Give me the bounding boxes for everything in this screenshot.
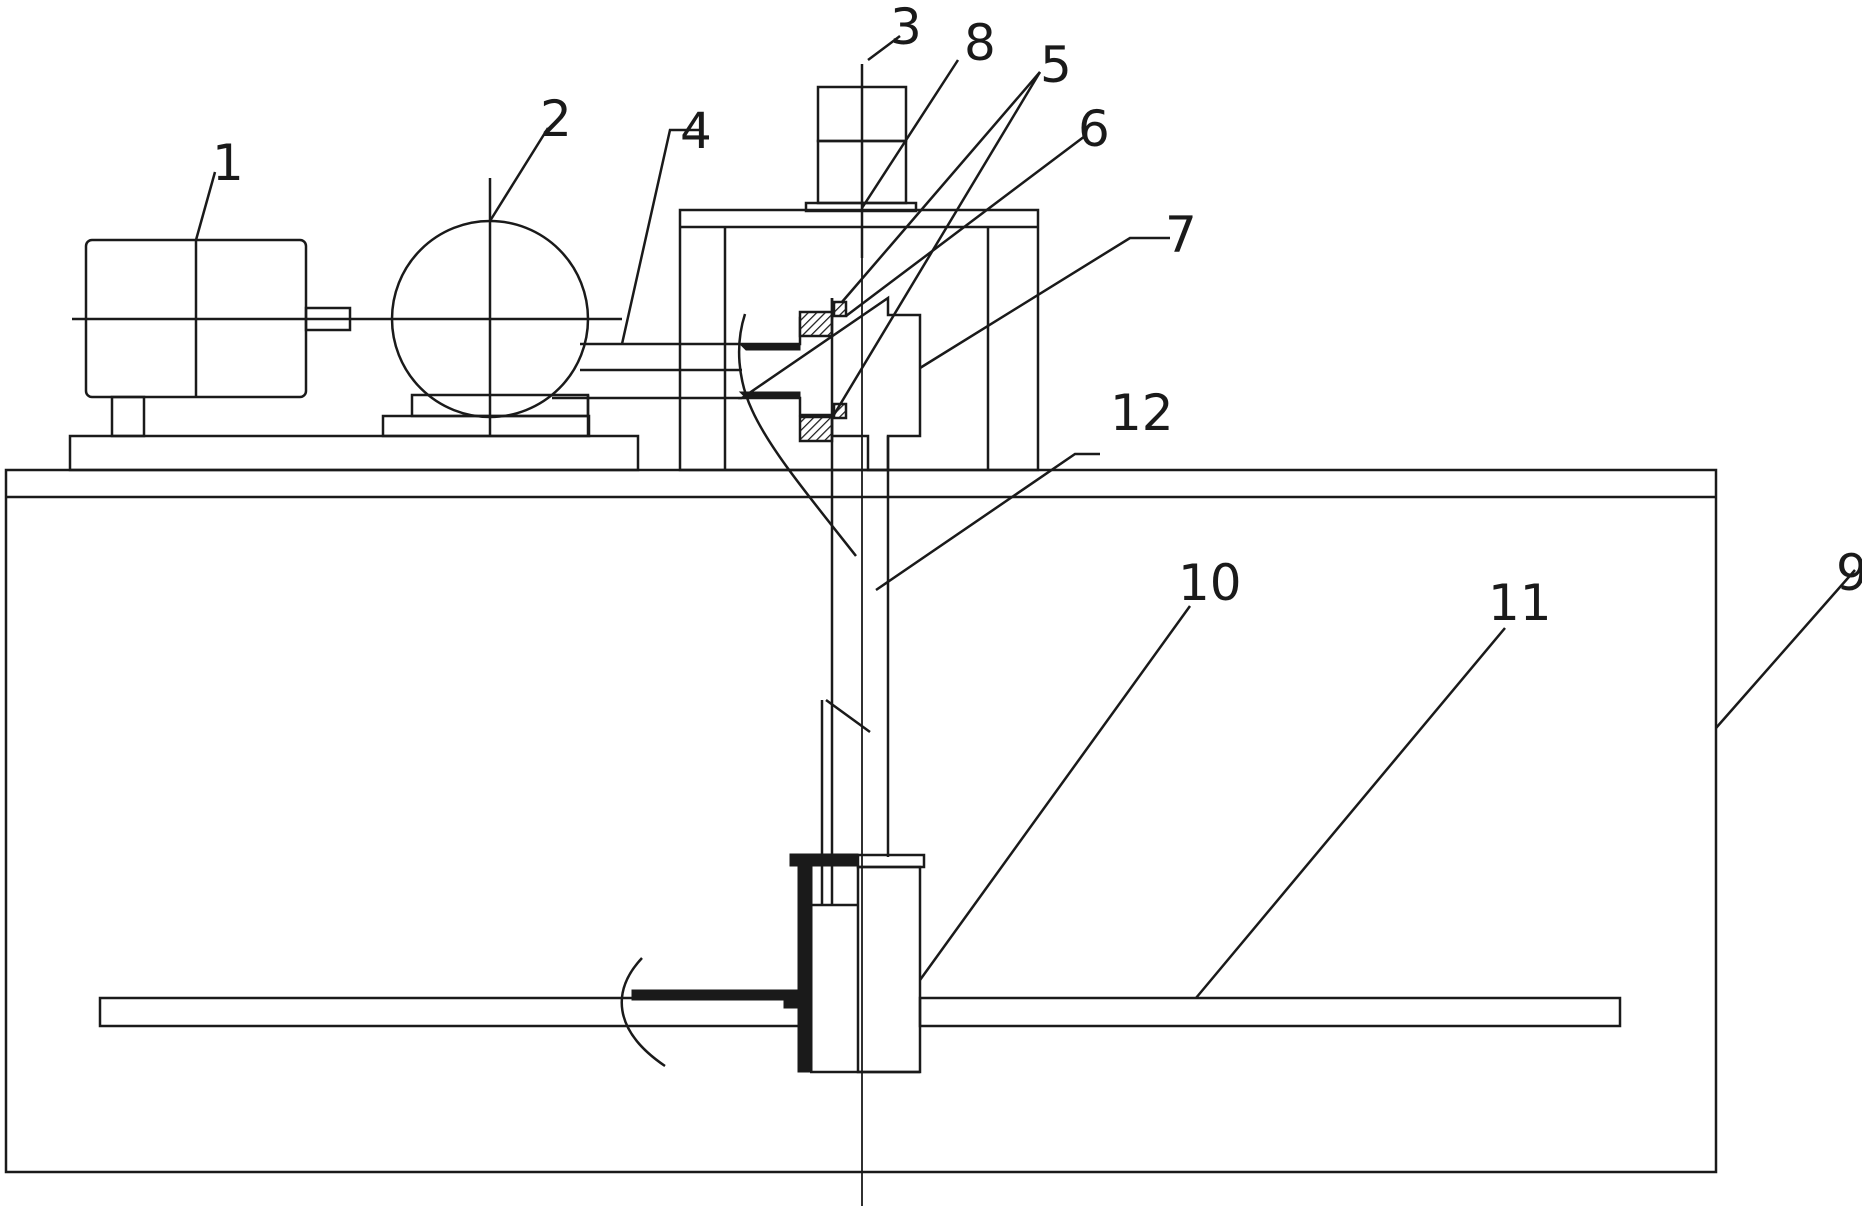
label-part-7: 7 bbox=[1165, 206, 1197, 264]
top-motor bbox=[804, 64, 918, 258]
label-part-10: 10 bbox=[1178, 554, 1242, 612]
label-part-8: 8 bbox=[964, 14, 996, 72]
label-part-3: 3 bbox=[890, 0, 922, 56]
drive-shaft bbox=[552, 342, 742, 400]
paddle-bracket bbox=[631, 853, 859, 1073]
tank bbox=[4, 468, 1718, 1174]
base-plate bbox=[68, 434, 640, 472]
vertical-shaft bbox=[820, 258, 890, 1206]
label-part-12: 12 bbox=[1110, 384, 1174, 442]
break-line bbox=[737, 313, 857, 557]
label-part-5: 5 bbox=[1040, 36, 1072, 94]
label-part-9: 9 bbox=[1836, 544, 1862, 602]
paddle-arm bbox=[98, 996, 1622, 1028]
label-part-4: 4 bbox=[680, 102, 712, 160]
hub bbox=[810, 853, 926, 1074]
rotation-arrow bbox=[620, 957, 666, 1068]
label-part-2: 2 bbox=[540, 90, 572, 148]
label-part-11: 11 bbox=[1488, 574, 1552, 632]
motor bbox=[72, 238, 352, 438]
support-frame bbox=[678, 208, 1040, 472]
label-part-6: 6 bbox=[1078, 100, 1110, 158]
label-part-1: 1 bbox=[212, 134, 244, 192]
leader-lines bbox=[194, 35, 1856, 999]
